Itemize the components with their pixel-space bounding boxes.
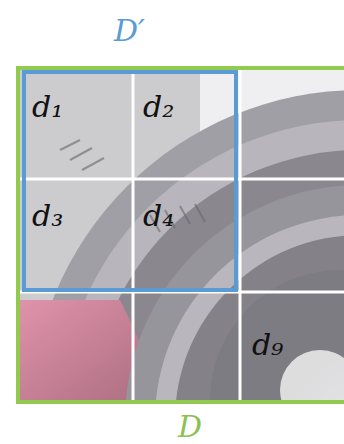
grid-cell: d₃ (26, 181, 133, 288)
cell-label: d₄ (143, 201, 174, 231)
cell-label: d₃ (32, 201, 63, 231)
outer-region: DD′d₁d₂d₃d₄d₉ (16, 66, 344, 404)
inner-region: D′d₁d₂d₃d₄ (22, 70, 238, 292)
grid-cell: d₂ (133, 74, 234, 181)
cell-label: d₁ (32, 92, 63, 122)
region-label: D′ (114, 16, 145, 46)
grid-cell: d₉ (240, 294, 344, 402)
region-label: D (178, 412, 202, 442)
cell-label: d₉ (252, 330, 283, 360)
grid-lines (18, 68, 344, 402)
grid-cell: d₁ (26, 74, 133, 181)
lens-image (18, 68, 344, 402)
grid-cell: d₄ (133, 181, 234, 288)
cell-label: d₂ (143, 92, 174, 122)
